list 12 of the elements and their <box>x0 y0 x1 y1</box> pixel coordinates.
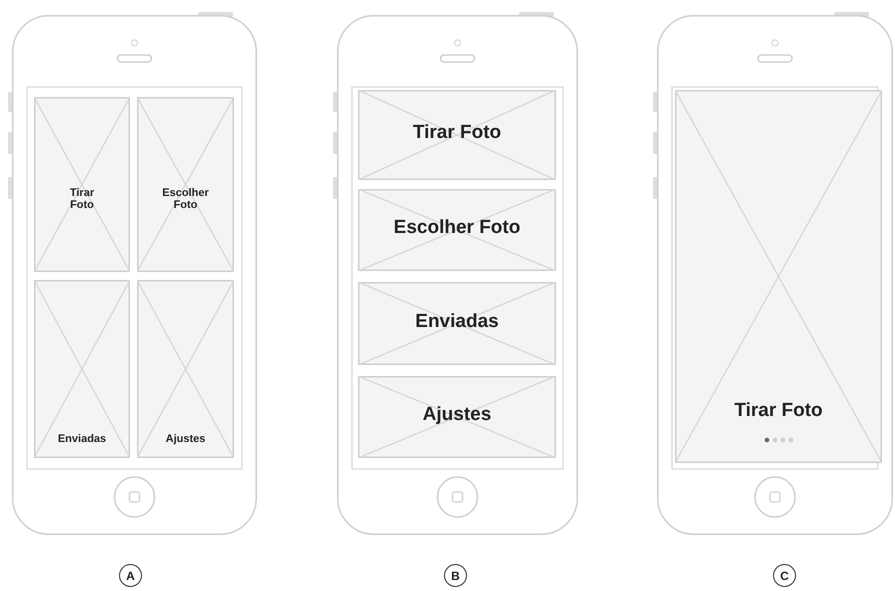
circled-letter: A <box>119 564 142 587</box>
tile-label: Tirar Foto <box>68 188 96 212</box>
circled-letter: C <box>773 564 796 587</box>
tile-label: Tirar Foto <box>412 123 502 143</box>
tile-label: Ajustes <box>422 405 492 425</box>
tile-label: Tirar Foto <box>733 401 824 421</box>
tile-label: Enviadas <box>56 434 108 446</box>
tile-label: Ajustes <box>164 434 206 446</box>
circled-letter: B <box>444 564 467 587</box>
tile-label: Escolher Foto <box>392 218 522 238</box>
tile-label: Enviadas <box>414 312 500 332</box>
tile-label: Escolher Foto <box>161 188 210 212</box>
